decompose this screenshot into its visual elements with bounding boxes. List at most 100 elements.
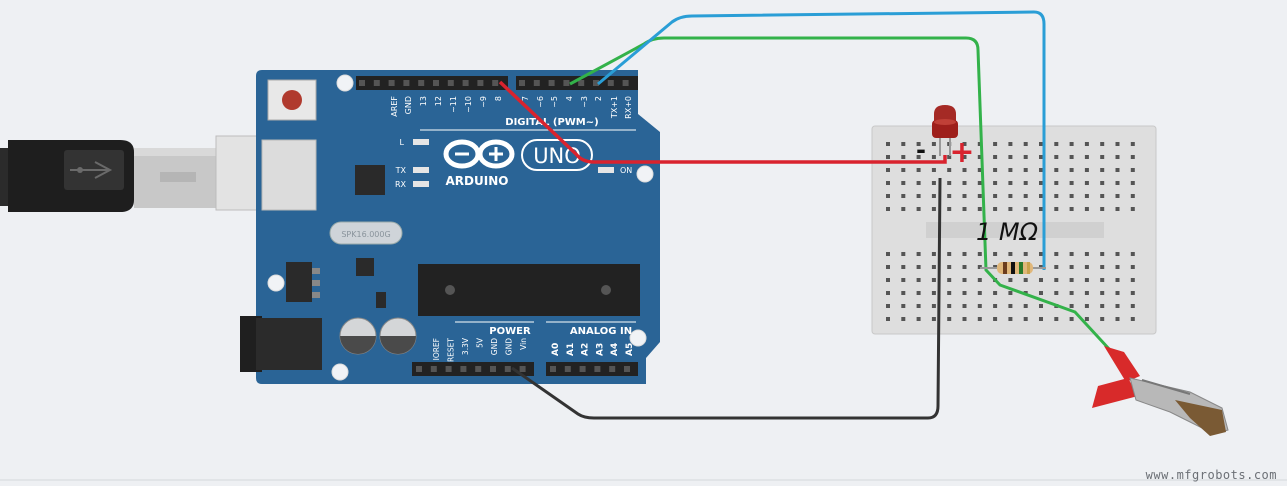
- breadboard-hole[interactable]: [947, 278, 952, 282]
- breadboard-hole[interactable]: [1008, 142, 1013, 146]
- breadboard-hole[interactable]: [993, 304, 998, 308]
- breadboard-hole[interactable]: [1115, 278, 1120, 282]
- breadboard-hole[interactable]: [1084, 317, 1089, 321]
- breadboard-hole[interactable]: [931, 207, 936, 211]
- breadboard-hole[interactable]: [886, 304, 890, 308]
- breadboard-hole[interactable]: [901, 317, 906, 321]
- breadboard-hole[interactable]: [1115, 304, 1120, 308]
- breadboard-hole[interactable]: [977, 304, 982, 308]
- breadboard-hole[interactable]: [1100, 278, 1105, 282]
- breadboard-hole[interactable]: [1100, 265, 1105, 269]
- breadboard-hole[interactable]: [1069, 181, 1074, 185]
- breadboard-hole[interactable]: [1008, 304, 1013, 308]
- breadboard-hole[interactable]: [1115, 265, 1120, 269]
- breadboard-hole[interactable]: [916, 142, 921, 146]
- header-pin[interactable]: [430, 366, 437, 372]
- breadboard-hole[interactable]: [1069, 304, 1074, 308]
- breadboard-hole[interactable]: [901, 265, 906, 269]
- breadboard-hole[interactable]: [947, 291, 952, 295]
- breadboard-hole[interactable]: [1039, 291, 1043, 295]
- breadboard-hole[interactable]: [901, 291, 906, 295]
- header-pin[interactable]: [462, 80, 469, 86]
- header-pin[interactable]: [445, 366, 452, 372]
- breadboard-hole[interactable]: [1130, 265, 1135, 269]
- breadboard-hole[interactable]: [1054, 278, 1059, 282]
- breadboard-hole[interactable]: [886, 194, 890, 198]
- red-wire[interactable]: [498, 80, 947, 164]
- breadboard-hole[interactable]: [977, 155, 982, 159]
- header-pin[interactable]: [416, 366, 422, 372]
- breadboard-hole[interactable]: [916, 265, 921, 269]
- breadboard-hole[interactable]: [931, 181, 936, 185]
- breadboard-hole[interactable]: [1054, 155, 1059, 159]
- breadboard-hole[interactable]: [1054, 168, 1059, 172]
- breadboard-hole[interactable]: [1039, 317, 1043, 321]
- breadboard-hole[interactable]: [1130, 168, 1135, 172]
- header-pin[interactable]: [563, 80, 570, 86]
- breadboard-hole[interactable]: [886, 252, 890, 256]
- breadboard[interactable]: [871, 125, 1157, 335]
- breadboard-hole[interactable]: [1023, 194, 1028, 198]
- breadboard-hole[interactable]: [1069, 291, 1074, 295]
- header-pin[interactable]: [622, 80, 629, 86]
- breadboard-hole[interactable]: [947, 155, 952, 159]
- breadboard-hole[interactable]: [1023, 278, 1028, 282]
- breadboard-hole[interactable]: [901, 207, 906, 211]
- breadboard-hole[interactable]: [1115, 142, 1120, 146]
- breadboard-hole[interactable]: [947, 194, 952, 198]
- breadboard-hole[interactable]: [1039, 278, 1043, 282]
- breadboard-hole[interactable]: [1008, 291, 1013, 295]
- header-pin[interactable]: [477, 80, 484, 86]
- breadboard-hole[interactable]: [1023, 181, 1028, 185]
- breadboard-hole[interactable]: [1130, 142, 1135, 146]
- header-pin[interactable]: [490, 366, 496, 372]
- breadboard-hole[interactable]: [901, 142, 906, 146]
- header-pin[interactable]: [504, 366, 511, 372]
- breadboard-hole[interactable]: [993, 142, 998, 146]
- breadboard-hole[interactable]: [977, 265, 982, 269]
- header-pin[interactable]: [607, 80, 614, 86]
- breadboard-hole[interactable]: [977, 142, 982, 146]
- breadboard-hole[interactable]: [993, 194, 998, 198]
- breadboard-hole[interactable]: [1008, 207, 1013, 211]
- breadboard-hole[interactable]: [1130, 155, 1135, 159]
- breadboard-hole[interactable]: [886, 207, 890, 211]
- header-pin[interactable]: [519, 366, 526, 372]
- breadboard-hole[interactable]: [931, 168, 936, 172]
- breadboard-hole[interactable]: [1069, 168, 1074, 172]
- breadboard-hole[interactable]: [947, 207, 952, 211]
- header-pin[interactable]: [373, 80, 380, 86]
- breadboard-hole[interactable]: [1115, 252, 1120, 256]
- breadboard-hole[interactable]: [916, 291, 921, 295]
- breadboard-hole[interactable]: [1008, 168, 1013, 172]
- breadboard-hole[interactable]: [901, 194, 906, 198]
- breadboard-hole[interactable]: [1039, 304, 1043, 308]
- digital-header-left[interactable]: [356, 76, 508, 90]
- breadboard-hole[interactable]: [977, 207, 982, 211]
- breadboard-hole[interactable]: [931, 291, 936, 295]
- header-pin[interactable]: [433, 80, 439, 86]
- header-pin[interactable]: [359, 80, 365, 86]
- breadboard-hole[interactable]: [931, 317, 936, 321]
- breadboard-hole[interactable]: [1039, 181, 1043, 185]
- breadboard-hole[interactable]: [1100, 291, 1105, 295]
- breadboard-hole[interactable]: [931, 142, 936, 146]
- breadboard-hole[interactable]: [1069, 142, 1074, 146]
- header-pin[interactable]: [418, 80, 425, 86]
- breadboard-hole[interactable]: [1054, 207, 1059, 211]
- breadboard-hole[interactable]: [962, 155, 967, 159]
- breadboard-hole[interactable]: [1069, 252, 1074, 256]
- breadboard-hole[interactable]: [962, 317, 967, 321]
- breadboard-hole[interactable]: [1100, 317, 1105, 321]
- breadboard-hole[interactable]: [962, 252, 967, 256]
- breadboard-hole[interactable]: [993, 291, 998, 295]
- breadboard-hole[interactable]: [947, 304, 952, 308]
- breadboard-hole[interactable]: [1130, 304, 1135, 308]
- breadboard-hole[interactable]: [1130, 278, 1135, 282]
- breadboard-hole[interactable]: [1023, 304, 1028, 308]
- breadboard-hole[interactable]: [901, 252, 906, 256]
- breadboard-hole[interactable]: [1115, 291, 1120, 295]
- breadboard-hole[interactable]: [931, 155, 936, 159]
- breadboard-hole[interactable]: [886, 181, 890, 185]
- breadboard-hole[interactable]: [1039, 155, 1043, 159]
